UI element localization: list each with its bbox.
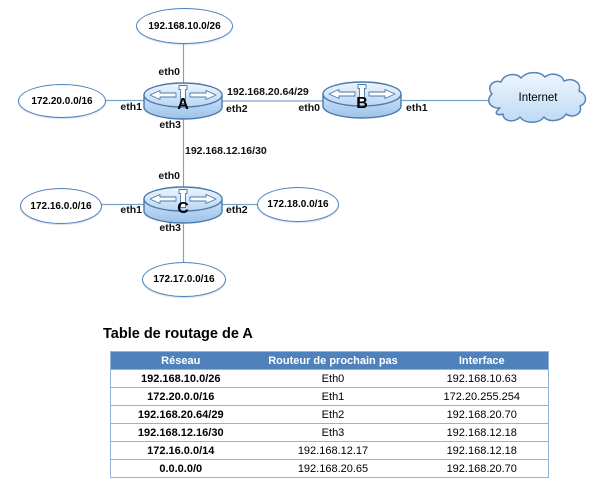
router-b-label: B: [356, 95, 368, 112]
interface-label-a-eth3: eth3: [159, 119, 181, 131]
column-header-next-hop: Routeur de prochain pas: [250, 351, 416, 370]
link-subnet-label: 192.168.20.64/29: [227, 86, 309, 98]
table-row: 0.0.0.0/0 192.168.20.65 192.168.20.70: [110, 459, 549, 478]
table-row: 192.168.10.0/26 Eth0 192.168.10.63: [110, 369, 549, 388]
cell-network: 0.0.0.0/0: [110, 459, 251, 478]
link-lines: [100, 42, 493, 264]
link-subnet-label: 192.168.12.16/30: [185, 145, 267, 157]
cell-interface: 192.168.20.70: [415, 459, 549, 478]
network-ellipse: 172.18.0.0/16: [257, 187, 339, 222]
interface-label-c-eth1: eth1: [120, 204, 142, 216]
network-ellipse: 172.16.0.0/16: [20, 188, 102, 224]
cell-network: 192.168.20.64/29: [110, 405, 251, 424]
cell-next-hop: 192.168.12.17: [250, 441, 416, 460]
network-ellipse: 172.20.0.0/16: [18, 84, 106, 118]
routing-table: Réseau Routeur de prochain pas Interface…: [110, 351, 549, 478]
cell-next-hop: Eth2: [250, 405, 416, 424]
column-header-interface: Interface: [415, 351, 549, 370]
network-label: 172.16.0.0/16: [30, 200, 92, 212]
cell-network: 172.16.0.0/14: [110, 441, 251, 460]
cell-network: 172.20.0.0/16: [110, 387, 251, 406]
network-ellipse: 192.168.10.0/26: [136, 8, 233, 44]
routing-table-title: Table de routage de A: [103, 326, 253, 342]
network-label: 172.17.0.0/16: [153, 274, 215, 285]
cell-next-hop: Eth0: [250, 369, 416, 388]
cell-network: 192.168.12.16/30: [110, 423, 251, 442]
internet-label: Internet: [518, 92, 558, 104]
interface-label-a-eth2: eth2: [226, 103, 248, 115]
cell-interface: 192.168.10.63: [415, 369, 549, 388]
router-c-label: C: [177, 200, 189, 217]
cell-interface: 192.168.12.18: [415, 423, 549, 442]
column-header-reseau: Réseau: [110, 351, 251, 370]
network-label: 172.18.0.0/16: [267, 199, 329, 210]
cell-next-hop: Eth3: [250, 423, 416, 442]
network-ellipse: 172.17.0.0/16: [142, 262, 226, 297]
cell-network: 192.168.10.0/26: [110, 369, 251, 388]
router-a-label: A: [177, 96, 189, 113]
table-row: 192.168.12.16/30 Eth3 192.168.12.18: [110, 423, 549, 442]
table-row: 172.16.0.0/14 192.168.12.17 192.168.12.1…: [110, 441, 549, 460]
interface-label-b-eth0: eth0: [298, 102, 320, 114]
interface-label-c-eth3: eth3: [159, 222, 181, 234]
routing-table-header-row: Réseau Routeur de prochain pas Interface: [110, 351, 549, 370]
interface-label-c-eth2: eth2: [226, 204, 248, 216]
cell-interface: 192.168.20.70: [415, 405, 549, 424]
network-label: 192.168.10.0/26: [148, 20, 221, 32]
cell-next-hop: 192.168.20.65: [250, 459, 416, 478]
cell-interface: 192.168.12.18: [415, 441, 549, 460]
table-row: 192.168.20.64/29 Eth2 192.168.20.70: [110, 405, 549, 424]
cloud-icon: [488, 71, 587, 123]
interface-label-a-eth0: eth0: [158, 66, 180, 78]
cell-next-hop: Eth1: [250, 387, 416, 406]
interface-label-c-eth0: eth0: [158, 170, 180, 182]
network-diagram-canvas: [100, 42, 587, 264]
cell-interface: 172.20.255.254: [415, 387, 549, 406]
table-row: 172.20.0.0/16 Eth1 172.20.255.254: [110, 387, 549, 406]
network-label: 172.20.0.0/16: [31, 95, 93, 107]
interface-label-b-eth1: eth1: [406, 102, 428, 114]
interface-label-a-eth1: eth1: [120, 101, 142, 113]
